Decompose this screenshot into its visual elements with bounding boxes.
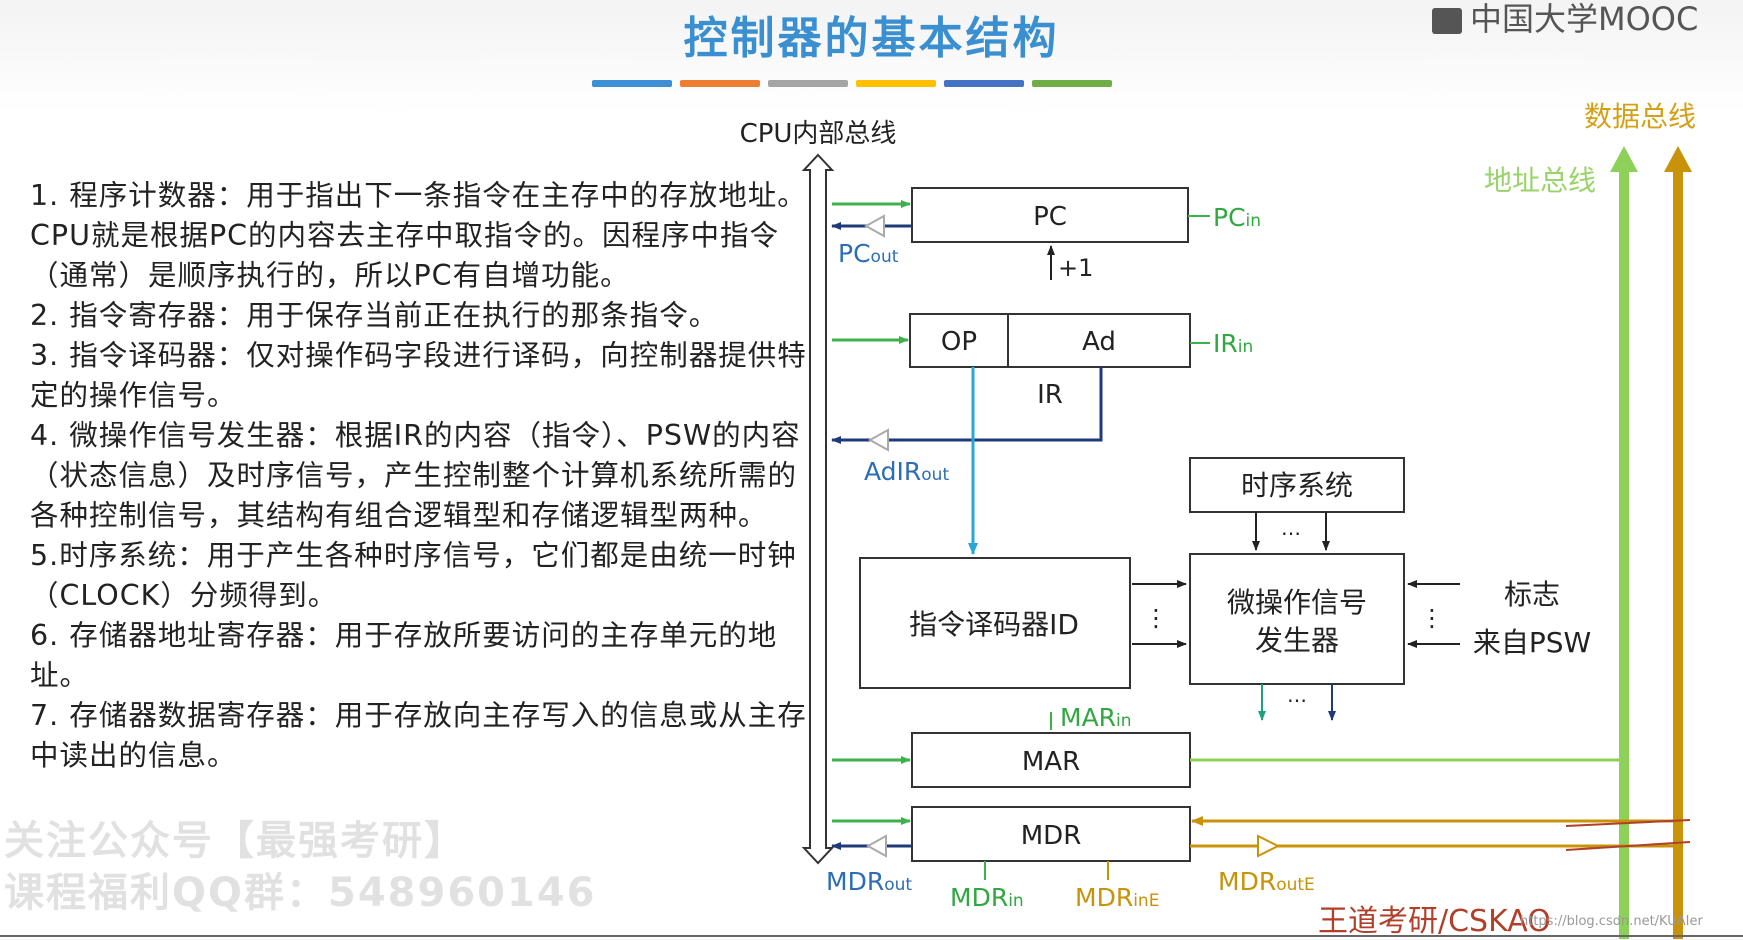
footer-brand: 王道考研/CSKAO (1318, 904, 1551, 939)
color-bar-yellow (856, 80, 936, 87)
timing-label: 时序系统 (1241, 469, 1353, 502)
handwritten-mark-2 (1565, 841, 1691, 851)
micro-op-label-line-1: 微操作信号 (1227, 586, 1367, 619)
mar-label: MAR (1022, 747, 1080, 777)
mar-in-signal: MARin (1060, 703, 1132, 732)
pc-box (911, 187, 1189, 243)
mdr-out-gate (865, 834, 887, 858)
desc-micro-op-generator: 4. 微操作信号发生器：根据IR的内容（指令）、PSW的内容（状态信息）及时序信… (30, 419, 801, 532)
micro-op-label-line-2: 发生器 (1255, 624, 1339, 657)
mooc-logo-text: 中国大学MOOC (1470, 0, 1699, 38)
mooc-logo-icon (1432, 8, 1462, 34)
psw-source-label: 来自PSW (1473, 626, 1591, 659)
desc-mar: 6. 存储器地址寄存器：用于存放所要访问的主存单元的地址。 (30, 619, 778, 692)
desc-instruction-register: 2. 指令寄存器：用于保存当前正在执行的那条指令。 (30, 299, 719, 332)
ad-ir-out-gate (867, 428, 889, 452)
system-buses: 数据总线 地址总线 (1484, 100, 1696, 939)
watermark-line-2: 课程福利QQ群：548960146 (4, 870, 597, 916)
decoder-label: 指令译码器ID (909, 608, 1079, 641)
mdr-label: MDR (1021, 821, 1082, 851)
control-signal-dots: … (1287, 683, 1307, 707)
cpu-bus-arrow (801, 153, 835, 865)
color-bar-blue (592, 80, 672, 87)
mdr-ine-signal: MDRinE (1075, 883, 1159, 912)
bottom-divider (0, 935, 1743, 937)
component-description-list: 1. 程序计数器：用于指出下一条指令在主存中的存放地址。CPU就是根据PC的内容… (30, 176, 820, 776)
instruction-decoder: 指令译码器ID ⋮ (859, 557, 1187, 689)
cpu-bus-label: CPU内部总线 (740, 119, 897, 149)
flag-input-dots: ⋮ (1420, 604, 1444, 632)
data-bus-label: 数据总线 (1584, 100, 1696, 133)
handwritten-mark-1 (1565, 819, 1691, 827)
ir-op-field: OP (941, 327, 977, 357)
flag-label: 标志 (1504, 578, 1560, 611)
footer-url: https://blog.csdn.net/KUAIer (1520, 914, 1703, 929)
address-bus-arrowhead (1610, 146, 1638, 172)
ir-in-signal: IRin (1213, 329, 1253, 358)
color-bar-darkblue (944, 80, 1024, 87)
pc-in-signal: PCin (1213, 203, 1261, 232)
desc-timing-system: 5.时序系统：用于产生各种时序信号，它们都是由统一时钟（CLOCK）分频得到。 (30, 539, 797, 612)
instruction-register: OP Ad IR IRin AdIRout (831, 313, 1253, 555)
ad-ir-out-arrow (831, 367, 1103, 444)
desc-program-counter: 1. 程序计数器：用于指出下一条指令在主存中的存放地址。CPU就是根据PC的内容… (30, 179, 807, 292)
ir-box (909, 313, 1191, 368)
mdr-register: MDR MDRout MDRin MDRinE MDRoutE (826, 806, 1691, 912)
color-bar-orange (680, 80, 760, 87)
micro-op-box (1189, 553, 1405, 685)
pc-out-gate (863, 214, 885, 238)
mooc-logo: 中国大学MOOC (1432, 0, 1698, 40)
decoder-box (859, 557, 1131, 689)
pc-increment-label: +1 (1058, 254, 1093, 282)
mar-register: MARin MAR (832, 703, 1619, 788)
mdr-oute-gate (1257, 834, 1281, 858)
color-bar-gray (768, 80, 848, 87)
pc-label: PC (1033, 202, 1067, 232)
address-bus-label: 地址总线 (1484, 164, 1596, 197)
pc-register: PC PCout PCin +1 (831, 187, 1261, 282)
ir-ad-field: Ad (1082, 327, 1116, 357)
micro-op-generator: 微操作信号 发生器 ⋮ 标志 来自PSW … (1189, 553, 1591, 721)
mdr-in-signal: MDRin (950, 883, 1024, 912)
timing-signal-dots: … (1281, 516, 1301, 540)
page-title: 控制器的基本结构 (683, 13, 1060, 64)
mdr-out-signal: MDRout (826, 867, 912, 896)
ad-ir-out-signal: AdIRout (864, 457, 949, 486)
decoder-output-dots: ⋮ (1144, 604, 1168, 632)
data-bus-arrowhead (1664, 146, 1692, 172)
desc-instruction-decoder: 3. 指令译码器：仅对操作码字段进行译码，向控制器提供特定的操作信号。 (30, 339, 807, 412)
timing-system: 时序系统 … (1189, 457, 1405, 551)
desc-mdr: 7. 存储器数据寄存器：用于存放向主存写入的信息或从主存中读出的信息。 (30, 699, 807, 772)
timing-box (1189, 457, 1405, 513)
color-bar-green (1032, 80, 1112, 87)
mdr-oute-signal: MDRoutE (1218, 867, 1315, 896)
pc-out-signal: PCout (838, 239, 899, 268)
cpu-internal-bus: CPU内部总线 (740, 119, 897, 865)
mdr-box (911, 806, 1191, 862)
watermark-line-1: 关注公众号【最强考研】 (4, 818, 466, 864)
ir-label: IR (1037, 380, 1063, 410)
